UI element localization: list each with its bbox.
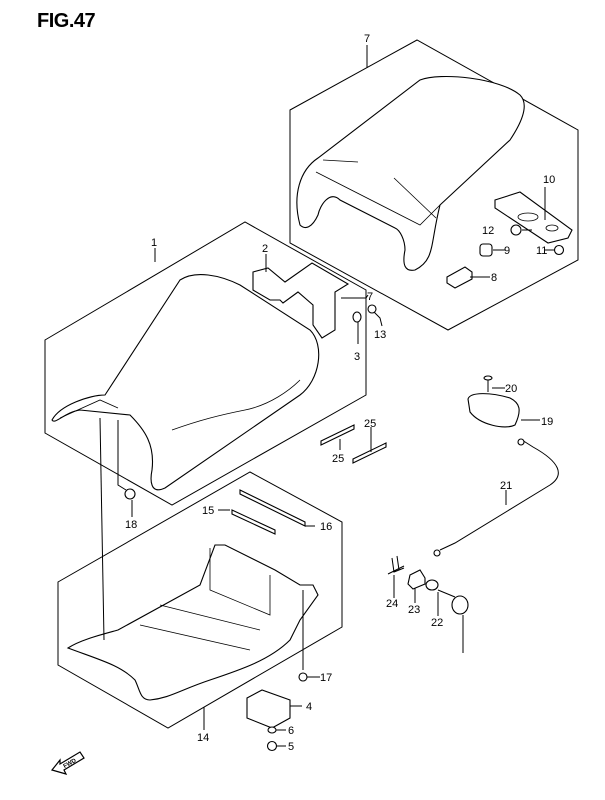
callout-8[interactable]: 8 xyxy=(491,272,497,284)
pillion-seat-drawing xyxy=(296,75,525,271)
callout-14[interactable]: 14 xyxy=(197,732,209,744)
callout-3[interactable]: 3 xyxy=(354,351,360,363)
group-box-seat-tray xyxy=(57,471,343,729)
callout-7b[interactable]: 7 xyxy=(367,291,373,303)
callout-23[interactable]: 23 xyxy=(408,604,420,616)
grommet-drawing xyxy=(510,224,522,236)
seat-lock-cable-drawing xyxy=(439,439,559,551)
group-box-pillion-seat xyxy=(289,39,579,331)
callout-25b[interactable]: 25 xyxy=(364,418,376,430)
cushion-drawing-3 xyxy=(352,311,362,323)
plate-drawing xyxy=(407,569,426,590)
callout-15[interactable]: 15 xyxy=(202,505,214,517)
callout-21[interactable]: 21 xyxy=(500,480,512,492)
fwd-direction-arrow: FWD xyxy=(50,751,85,775)
callout-4[interactable]: 4 xyxy=(306,701,312,713)
bolt-drawing-18 xyxy=(124,488,136,500)
group-box-main-seat xyxy=(44,221,367,506)
callout-25a[interactable]: 25 xyxy=(332,453,344,465)
callout-labels: 7 1 2 7 3 13 10 12 9 11 8 20 19 25 25 21… xyxy=(125,33,555,753)
cushion-drawing xyxy=(479,243,493,257)
callout-1[interactable]: 1 xyxy=(151,237,157,249)
leader-lines xyxy=(99,45,555,747)
bolt-drawing-17 xyxy=(298,672,308,682)
callout-5[interactable]: 5 xyxy=(288,741,294,753)
callout-17[interactable]: 17 xyxy=(320,672,332,684)
nut-drawing-13 xyxy=(367,304,377,314)
callout-2[interactable]: 2 xyxy=(262,243,268,255)
screw-drawing xyxy=(483,375,493,392)
main-seat-drawing xyxy=(51,274,320,491)
callout-20[interactable]: 20 xyxy=(505,383,517,395)
seal-drawing-a xyxy=(320,424,355,446)
callout-16[interactable]: 16 xyxy=(320,521,332,533)
callout-10[interactable]: 10 xyxy=(543,174,555,186)
callout-24[interactable]: 24 xyxy=(386,598,398,610)
box-component-drawing xyxy=(246,689,291,729)
seat-lock-drawing xyxy=(467,393,520,428)
bolt-drawing-5 xyxy=(266,740,278,752)
cushion-block-drawing xyxy=(446,266,473,289)
figure-title: FIG.47 xyxy=(37,10,96,32)
seat-tray-drawing xyxy=(66,544,319,701)
callout-19[interactable]: 19 xyxy=(541,416,553,428)
seat-lock-cylinder-drawing xyxy=(425,579,469,653)
callout-13[interactable]: 13 xyxy=(374,329,386,341)
cable-end-icon xyxy=(517,438,525,446)
callout-9[interactable]: 9 xyxy=(504,245,510,257)
callout-11[interactable]: 11 xyxy=(536,245,547,257)
seat-plate-drawing xyxy=(494,191,573,244)
washer-drawing xyxy=(267,726,277,734)
callout-7[interactable]: 7 xyxy=(364,33,370,45)
seat-bracket-drawing xyxy=(252,262,350,339)
callout-18[interactable]: 18 xyxy=(125,519,137,531)
cable-end-icon xyxy=(433,549,441,557)
nut-drawing xyxy=(553,244,565,256)
callout-12[interactable]: 12 xyxy=(482,225,494,237)
seal-drawing-b xyxy=(352,442,387,464)
rubber-strip-drawing-15 xyxy=(231,509,276,535)
clip-drawing xyxy=(387,555,405,575)
callout-6[interactable]: 6 xyxy=(288,725,294,737)
callout-22[interactable]: 22 xyxy=(431,617,443,629)
